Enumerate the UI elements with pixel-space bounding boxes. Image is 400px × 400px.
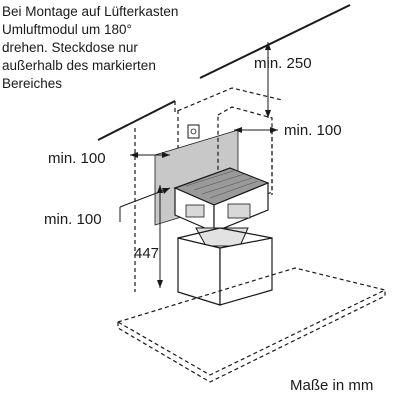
note-line-5: Bereiches <box>2 76 62 91</box>
note-line-4: außerhalb des markierten <box>2 58 156 73</box>
note-line-2: Umluftmodul um 180° <box>2 22 132 37</box>
dimension-module-height <box>157 185 163 288</box>
note-line-1: Bei Montage auf Lüfterkasten <box>2 4 178 19</box>
units-label: Maße in mm <box>290 377 373 394</box>
recirculation-module <box>173 167 270 247</box>
dimension-top-clearance <box>265 42 271 118</box>
right-clearance-label: min. 100 <box>284 122 342 139</box>
dimension-left-upper-clearance <box>130 152 170 158</box>
left-lower-clearance-label: min. 100 <box>44 211 102 228</box>
dimension-right-clearance <box>234 127 278 133</box>
ceiling <box>97 4 351 141</box>
note-line-3: drehen. Steckdose nur <box>2 40 138 55</box>
hood-base-outline <box>116 267 387 383</box>
module-height-label: 447 <box>134 245 159 262</box>
mounting-note: Bei Montage auf Lüfterkasten Umluftmodul… <box>2 4 178 91</box>
left-upper-clearance-label: min. 100 <box>48 150 106 167</box>
chimney-lower-box <box>177 227 273 306</box>
socket-icon <box>187 124 200 139</box>
top-clearance-label: min. 250 <box>254 55 312 72</box>
